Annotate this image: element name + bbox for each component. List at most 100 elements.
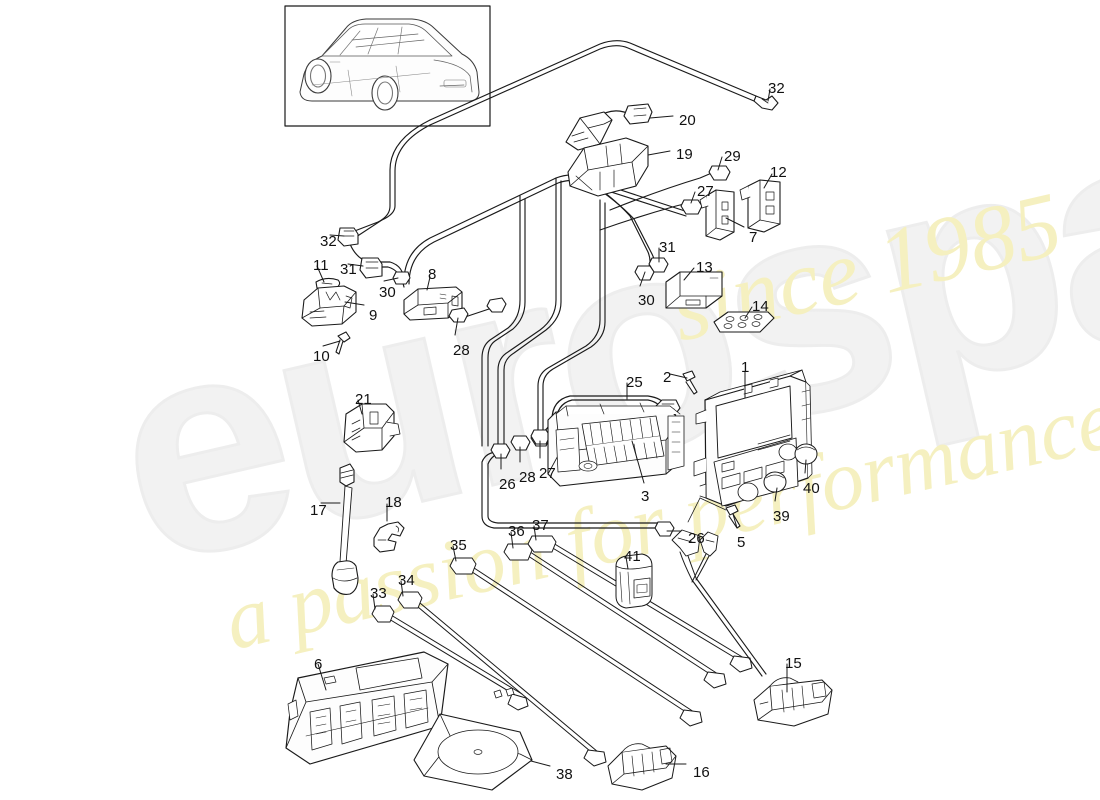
callout-number-35: 35	[450, 537, 467, 554]
callout-number-17: 17	[310, 502, 327, 519]
part-15-speaker-right	[753, 677, 833, 727]
callout-number-1: 1	[741, 359, 750, 376]
callout-number-38: 38	[556, 766, 573, 783]
part-21-connector-block	[343, 403, 401, 453]
callout-leader-7	[725, 217, 745, 228]
part-41-aux-usb-socket	[615, 553, 653, 609]
callout-number-8: 8	[428, 266, 437, 283]
callout-leader-38	[530, 760, 551, 767]
part-10-retaining-screw	[335, 331, 351, 355]
callout-number-27: 27	[697, 183, 714, 200]
part-17-microphone-assembly	[331, 463, 359, 595]
callout-number-14: 14	[752, 298, 769, 315]
callout-leader-32	[329, 234, 345, 237]
callout-number-34: 34	[398, 572, 415, 589]
callout-leader-6	[317, 663, 327, 691]
callout-leader-3	[631, 440, 645, 484]
callout-number-25: 25	[626, 374, 643, 391]
callout-leader-8	[426, 276, 431, 291]
callout-number-5: 5	[737, 534, 746, 551]
callout-leader-30	[639, 271, 646, 287]
part-13-interface-box	[665, 271, 723, 309]
callout-number-16: 16	[693, 764, 710, 781]
callout-number-28: 28	[453, 342, 470, 359]
part-12-bracket-large	[739, 179, 781, 233]
part-9-mounting-bracket	[301, 285, 357, 327]
callout-number-26: 26	[688, 530, 705, 547]
speaker-harness-assembly	[671, 529, 767, 677]
callout-number-27: 27	[539, 465, 556, 482]
callout-number-15: 15	[785, 655, 802, 672]
callout-number-26: 26	[499, 476, 516, 493]
part-18-retaining-clamp	[373, 521, 405, 553]
part-28-connector-lower	[510, 435, 531, 451]
callout-number-28: 28	[519, 469, 536, 486]
callout-number-32: 32	[320, 233, 337, 250]
callout-leader-2	[669, 373, 688, 379]
callout-number-32: 32	[768, 80, 785, 97]
part-20-antenna-lead	[565, 103, 653, 151]
callout-leader-35	[452, 545, 457, 562]
part-27-connector-lower	[530, 429, 551, 445]
part-32-connector-top	[753, 95, 779, 111]
callout-number-18: 18	[385, 494, 402, 511]
callout-leader-5	[732, 513, 738, 529]
part-38-navigation-dvd	[413, 713, 533, 791]
part-32-connector-left	[337, 227, 359, 247]
callout-leader-31	[347, 263, 364, 267]
callout-number-30: 30	[638, 292, 655, 309]
callout-leader-14	[744, 306, 753, 319]
callout-number-7: 7	[749, 229, 758, 246]
callout-leader-41	[625, 556, 629, 570]
callout-number-19: 19	[676, 146, 693, 163]
callout-number-36: 36	[508, 523, 525, 540]
part-6-control-unit-module	[285, 651, 449, 765]
part-31-connector-left	[359, 257, 383, 279]
callout-leader-32	[767, 88, 771, 102]
part-28b-connector-upper	[486, 297, 507, 313]
callout-leader-29	[717, 156, 723, 171]
part-16-speaker-left	[607, 743, 677, 791]
callout-leader-33	[372, 593, 376, 610]
callout-leader-28	[454, 317, 459, 336]
callout-number-9: 9	[369, 307, 378, 324]
callout-number-31: 31	[340, 261, 357, 278]
callout-number-11: 11	[313, 257, 329, 274]
callout-leader-27	[690, 191, 696, 204]
callout-leader-20	[649, 115, 674, 119]
callout-number-30: 30	[379, 284, 396, 301]
callout-leader-13	[683, 267, 695, 281]
part-19-antenna-module	[567, 137, 649, 197]
callout-number-6: 6	[314, 656, 323, 673]
callout-number-37: 37	[532, 517, 549, 534]
callout-number-33: 33	[370, 585, 387, 602]
callout-leader-21	[357, 399, 363, 415]
part-1-radio-head-unit	[693, 369, 813, 507]
part-30-connector-left	[392, 271, 411, 285]
part-27-connector-upper	[680, 199, 703, 215]
callout-number-3: 3	[641, 488, 650, 505]
callout-number-41: 41	[624, 548, 641, 565]
callout-number-10: 10	[313, 348, 330, 365]
callout-leader-30	[383, 277, 399, 282]
callout-leaders	[316, 88, 807, 767]
callout-number-31: 31	[659, 239, 676, 256]
callout-leader-10	[322, 340, 341, 347]
callout-number-29: 29	[724, 148, 741, 165]
part-26-connector-lower-left	[490, 443, 511, 459]
part-2-screw-upper	[682, 370, 698, 395]
part-3-drive-chassis	[547, 402, 685, 487]
callout-leader-39	[774, 487, 778, 502]
callout-leader-40	[804, 459, 807, 474]
part-28-connector-upper	[448, 307, 469, 323]
callout-leader-36	[510, 531, 514, 549]
callout-number-40: 40	[803, 480, 820, 497]
part-5-screw-lower	[687, 497, 741, 529]
callout-number-13: 13	[696, 259, 713, 276]
callout-number-39: 39	[773, 508, 790, 525]
part-39-rotary-knob-left	[763, 471, 787, 493]
callout-number-12: 12	[770, 164, 787, 181]
aerial-cable-set	[371, 535, 753, 767]
